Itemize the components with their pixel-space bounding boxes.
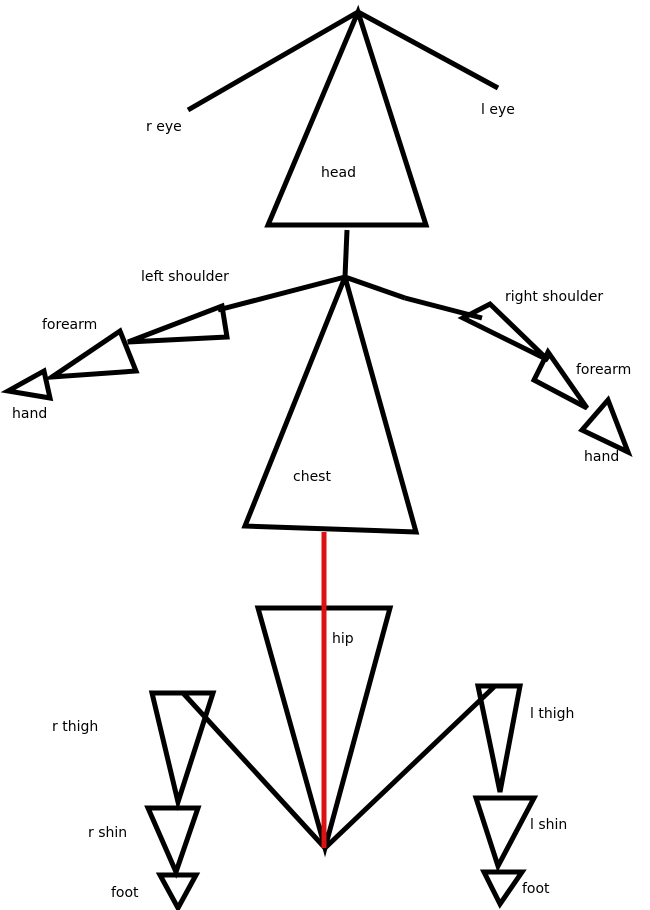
r-eye-bone <box>186 9 360 113</box>
l-thigh-label: l thigh <box>530 706 574 722</box>
r-thigh-bone <box>148 690 217 812</box>
l-foot-bone <box>479 869 527 909</box>
r-shin-bone <box>144 805 202 879</box>
left-shoulder-bone <box>127 302 230 345</box>
left-shoulder-line <box>217 274 346 313</box>
left-shoulder-label: left shoulder <box>141 269 229 285</box>
left-hand-label: hand <box>12 406 47 422</box>
right-hand-bone <box>577 395 633 457</box>
l-eye-bone <box>356 9 500 91</box>
r-eye-label: r eye <box>146 119 182 135</box>
r-foot-bone <box>155 872 201 910</box>
l-leg-line <box>323 685 496 850</box>
hip-label: hip <box>332 631 354 647</box>
right-forearm-label: forearm <box>576 362 631 378</box>
l-foot-label: foot <box>522 881 550 897</box>
left-forearm-label: forearm <box>42 317 97 333</box>
right-forearm-bone <box>530 347 590 411</box>
chest-label: chest <box>293 469 331 485</box>
right-hand-label: hand <box>584 449 619 465</box>
left-forearm-bone <box>42 327 140 381</box>
right-shoulder-line <box>344 274 406 301</box>
l-shin-bone <box>472 795 539 873</box>
l-eye-label: l eye <box>481 102 515 118</box>
r-thigh-label: r thigh <box>52 719 98 735</box>
l-thigh-bone <box>474 683 524 793</box>
left-hand-bone <box>0 367 54 402</box>
head-label: head <box>321 165 356 181</box>
neck-bone <box>342 229 350 278</box>
l-shin-label: l shin <box>530 817 567 833</box>
r-shin-label: r shin <box>88 825 127 841</box>
r-foot-label: foot <box>111 885 139 901</box>
right-shoulder-bone <box>457 300 550 363</box>
head-bone <box>264 4 430 228</box>
chest-bone <box>241 269 420 535</box>
right-shoulder-label: right shoulder <box>505 289 603 305</box>
